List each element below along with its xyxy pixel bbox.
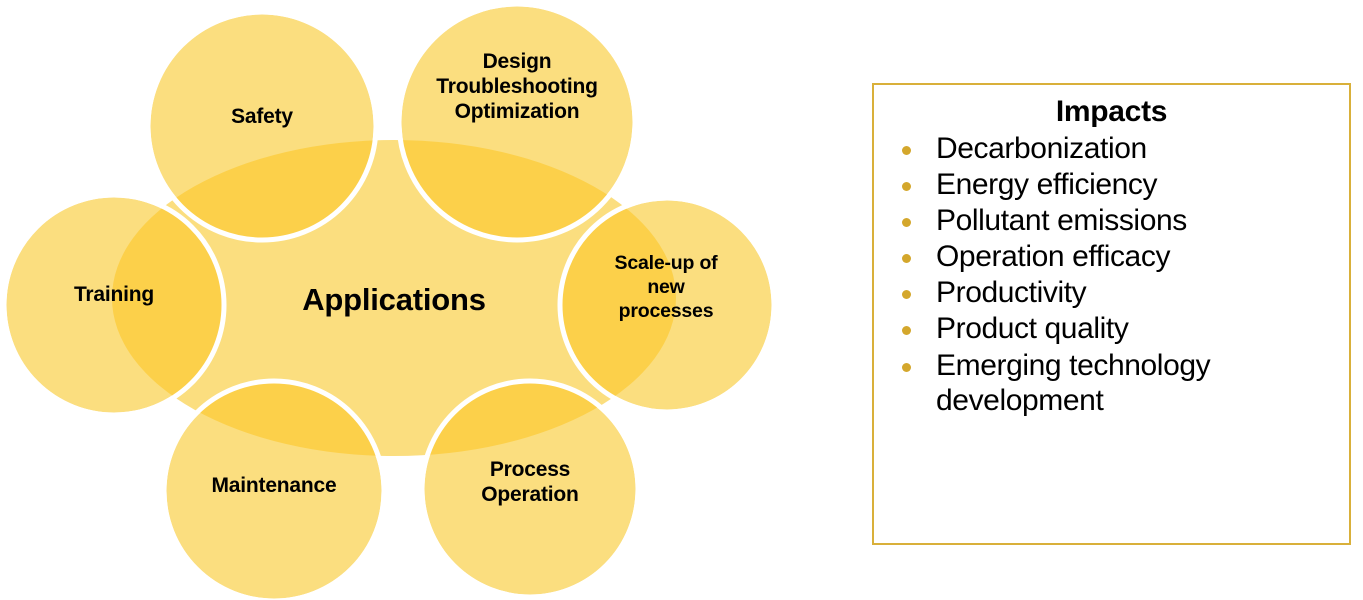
impacts-item-label: Operation efficacy <box>936 240 1171 274</box>
petal-outline-safety <box>145 9 379 243</box>
impacts-item-label: Decarbonization <box>936 132 1147 165</box>
impacts-item-label: Productivity <box>936 276 1087 310</box>
bullet-icon <box>902 290 911 300</box>
impacts-list-item: Productivity <box>888 275 1339 310</box>
impacts-item-label: Emerging technology development <box>936 348 1211 417</box>
bullet-icon <box>902 326 911 336</box>
overlap-design <box>399 140 635 240</box>
bullet-icon <box>902 254 911 264</box>
impacts-list-item: Decarbonization <box>888 131 1339 166</box>
impacts-list-item: Product quality <box>888 311 1339 346</box>
overlap-scaleup <box>560 198 676 412</box>
bullet-icon <box>902 218 911 228</box>
petal-outlines <box>1 1 777 600</box>
impacts-list-item: Operation efficacy <box>888 239 1339 274</box>
impacts-list-item: Pollutant emissions <box>888 203 1339 238</box>
bullet-icon <box>902 146 911 155</box>
bullet-icon <box>902 182 911 192</box>
bullet-icon <box>902 362 911 372</box>
impacts-panel: Impacts Decarbonization Energy efficienc… <box>872 83 1351 545</box>
petal-outline-process-op <box>419 378 641 600</box>
petal-outline-training <box>1 192 227 418</box>
petal-outline-maintenance <box>161 378 387 600</box>
impacts-item-label: Pollutant emissions <box>936 204 1187 238</box>
impacts-item-label: Energy efficiency <box>936 168 1158 202</box>
applications-venn-diagram <box>1 1 777 600</box>
impacts-list-item: Emerging technology development <box>888 348 1339 418</box>
impacts-title: Impacts <box>1055 95 1168 128</box>
overlap-regions <box>112 140 676 456</box>
overlap-training <box>112 195 224 415</box>
overlap-safety <box>148 140 376 240</box>
impacts-list: Decarbonization Energy efficiency Pollut… <box>884 131 1339 418</box>
impacts-list-item: Energy efficiency <box>888 167 1339 202</box>
impacts-item-label: Product quality <box>936 312 1129 346</box>
petal-outline-design <box>396 1 638 243</box>
petal-outline-scaleup <box>557 195 777 415</box>
